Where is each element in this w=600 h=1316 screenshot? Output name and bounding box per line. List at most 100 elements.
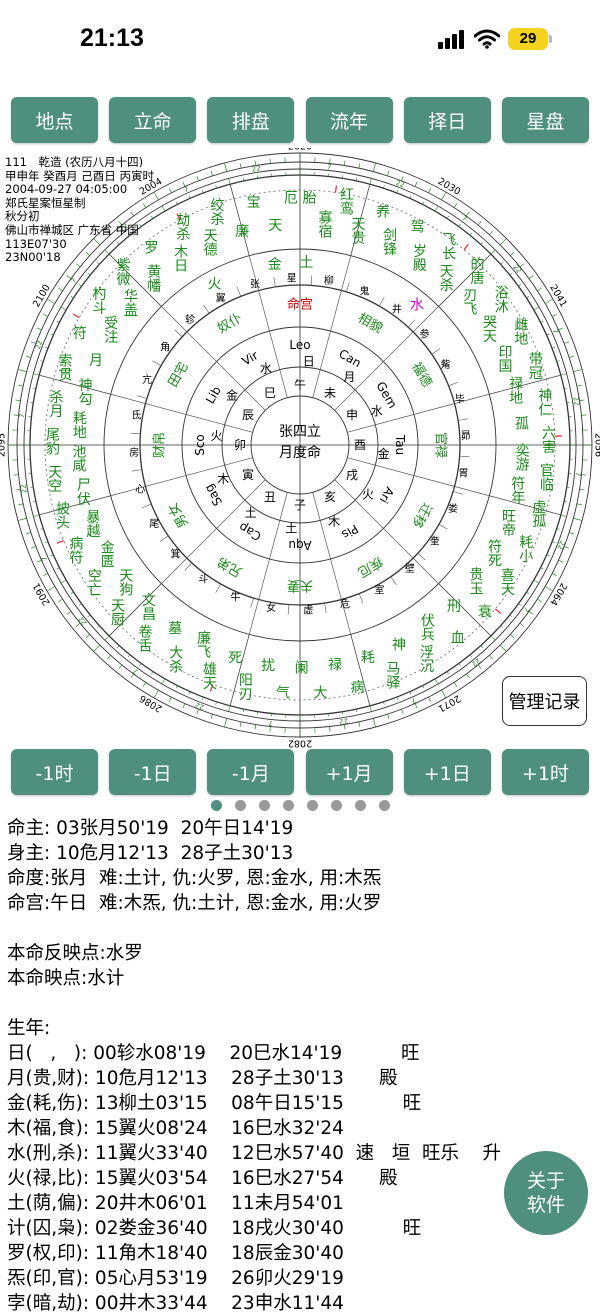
- mansion-divider: [175, 330, 182, 337]
- degree-tick: [107, 655, 110, 659]
- mansion-label: 箕: [171, 547, 181, 560]
- outer-star-label: 空亡: [86, 569, 102, 597]
- outer-star-label: 红鸾: [338, 187, 354, 215]
- degree-number: 7: [132, 667, 140, 676]
- layout-chart-button[interactable]: 排盘: [207, 97, 294, 143]
- palace-label: 相貌: [355, 311, 385, 337]
- detail-line: 金(耗,伤): 13柳土03'15 08午日15'15 旺: [7, 1091, 597, 1116]
- mansion-divider: [460, 456, 470, 457]
- degree-number: 7: [522, 605, 531, 613]
- degree-number: 7: [327, 163, 332, 171]
- page-dot[interactable]: [259, 800, 270, 811]
- degree-tick: [500, 645, 506, 651]
- branch-label: 辰: [242, 408, 254, 422]
- palace-label: 兄弟: [215, 553, 245, 579]
- degree-tick: [47, 299, 55, 304]
- page-dot[interactable]: [355, 800, 366, 811]
- degree-tick: [545, 299, 553, 304]
- page-dot[interactable]: [211, 800, 222, 811]
- sign-divider: [347, 394, 489, 432]
- degree-tick: [43, 314, 47, 316]
- plus-day-button[interactable]: +1日: [404, 749, 491, 795]
- degree-number: 22: [339, 716, 349, 725]
- detail-line: 命宫:午日 难:木炁, 仇:土计, 恩:金水, 用:火罗: [7, 891, 597, 916]
- degree-tick: [415, 182, 417, 187]
- mansion-label: 虚: [303, 604, 313, 616]
- date-select-button[interactable]: 择日: [404, 97, 491, 143]
- degree-tick: [61, 307, 66, 310]
- mansion-divider: [408, 320, 415, 327]
- branch-element: 火: [362, 487, 374, 501]
- page-dot[interactable]: [379, 800, 390, 811]
- degree-tick: [57, 321, 60, 322]
- degree-tick: [373, 718, 375, 727]
- degree-tick: [224, 718, 226, 727]
- page-dot[interactable]: [283, 800, 294, 811]
- degree-tick: [143, 682, 146, 686]
- palace-label: 疾厄: [355, 553, 385, 579]
- outer-star-label: 衰: [476, 604, 492, 619]
- location-button[interactable]: 地点: [11, 97, 98, 143]
- about-software-button[interactable]: 关于 软件: [504, 1151, 588, 1235]
- outer-star-label: 剑锋: [381, 228, 397, 256]
- year-label: 2091: [31, 581, 53, 607]
- page-dot[interactable]: [307, 800, 318, 811]
- plus-month-button[interactable]: +1月: [306, 749, 393, 795]
- annual-button[interactable]: 流年: [306, 97, 393, 143]
- info-line: 佛山市禅城区 广东省 中国: [5, 224, 154, 238]
- degree-tick: [169, 697, 171, 701]
- degree-number: 22: [556, 540, 567, 551]
- mansion-label: 娄: [448, 502, 458, 515]
- page-dot[interactable]: [331, 800, 342, 811]
- mansion-divider: [325, 603, 327, 613]
- ascendant-button[interactable]: 立命: [109, 97, 196, 143]
- degree-tick: [534, 307, 539, 310]
- outer-star-label: 木日: [172, 244, 188, 272]
- degree-tick: [541, 321, 544, 322]
- mansion-divider: [346, 282, 349, 292]
- status-bar: 21:13 29: [0, 0, 600, 84]
- sign-label: Can: [336, 346, 363, 370]
- outer-star-label: 病: [349, 679, 365, 693]
- mansion-divider: [216, 584, 221, 593]
- degree-tick: [423, 686, 424, 689]
- outer-star-label: 池咸: [70, 444, 86, 473]
- degree-number: 22: [34, 339, 45, 350]
- manage-records-button[interactable]: 管理记录: [502, 676, 587, 726]
- mansion-label: 轸: [185, 313, 195, 326]
- mansion-divider: [418, 553, 425, 560]
- minus-month-button[interactable]: -1月: [207, 749, 294, 795]
- outer-star-label: 胎: [301, 190, 317, 205]
- inner-star: 水: [410, 298, 424, 314]
- minus-hour-button[interactable]: -1时: [11, 749, 98, 795]
- outer-star-label: 喜天: [499, 568, 515, 596]
- detail-line: 命主: 03张月50'19 20午日14'19: [7, 816, 597, 841]
- degree-tick: [176, 686, 177, 689]
- minus-day-button[interactable]: -1日: [109, 749, 196, 795]
- degree-tick: [491, 250, 495, 254]
- degree-tick: [520, 623, 524, 626]
- degree-tick: [370, 178, 372, 184]
- mansion-divider: [359, 594, 363, 603]
- mansion-label: 心: [135, 483, 145, 495]
- outer-star-label: 劫杀: [174, 213, 190, 241]
- degree-tick: [79, 604, 81, 606]
- degree-number: 22: [251, 164, 261, 173]
- degree-tick: [577, 385, 582, 386]
- mansion-divider: [204, 305, 210, 313]
- palace-label: 迁移: [408, 500, 434, 530]
- outer-star-label: 暴越: [84, 510, 100, 538]
- page-indicator[interactable]: [0, 800, 600, 811]
- plus-hour-button[interactable]: +1时: [502, 749, 589, 795]
- degree-tick: [373, 163, 375, 172]
- mansion-label: 觜: [441, 358, 451, 371]
- outer-star-label: 墓: [166, 621, 182, 635]
- inner-star: 土: [299, 255, 313, 271]
- page-dot[interactable]: [235, 800, 246, 811]
- degree-tick: [79, 285, 81, 287]
- degree-tick: [442, 690, 447, 698]
- star-chart-button[interactable]: 星盘: [502, 97, 589, 143]
- palace-label: 奴仆: [214, 310, 245, 337]
- palace-label: 男女: [165, 500, 192, 531]
- degree-tick: [491, 636, 495, 640]
